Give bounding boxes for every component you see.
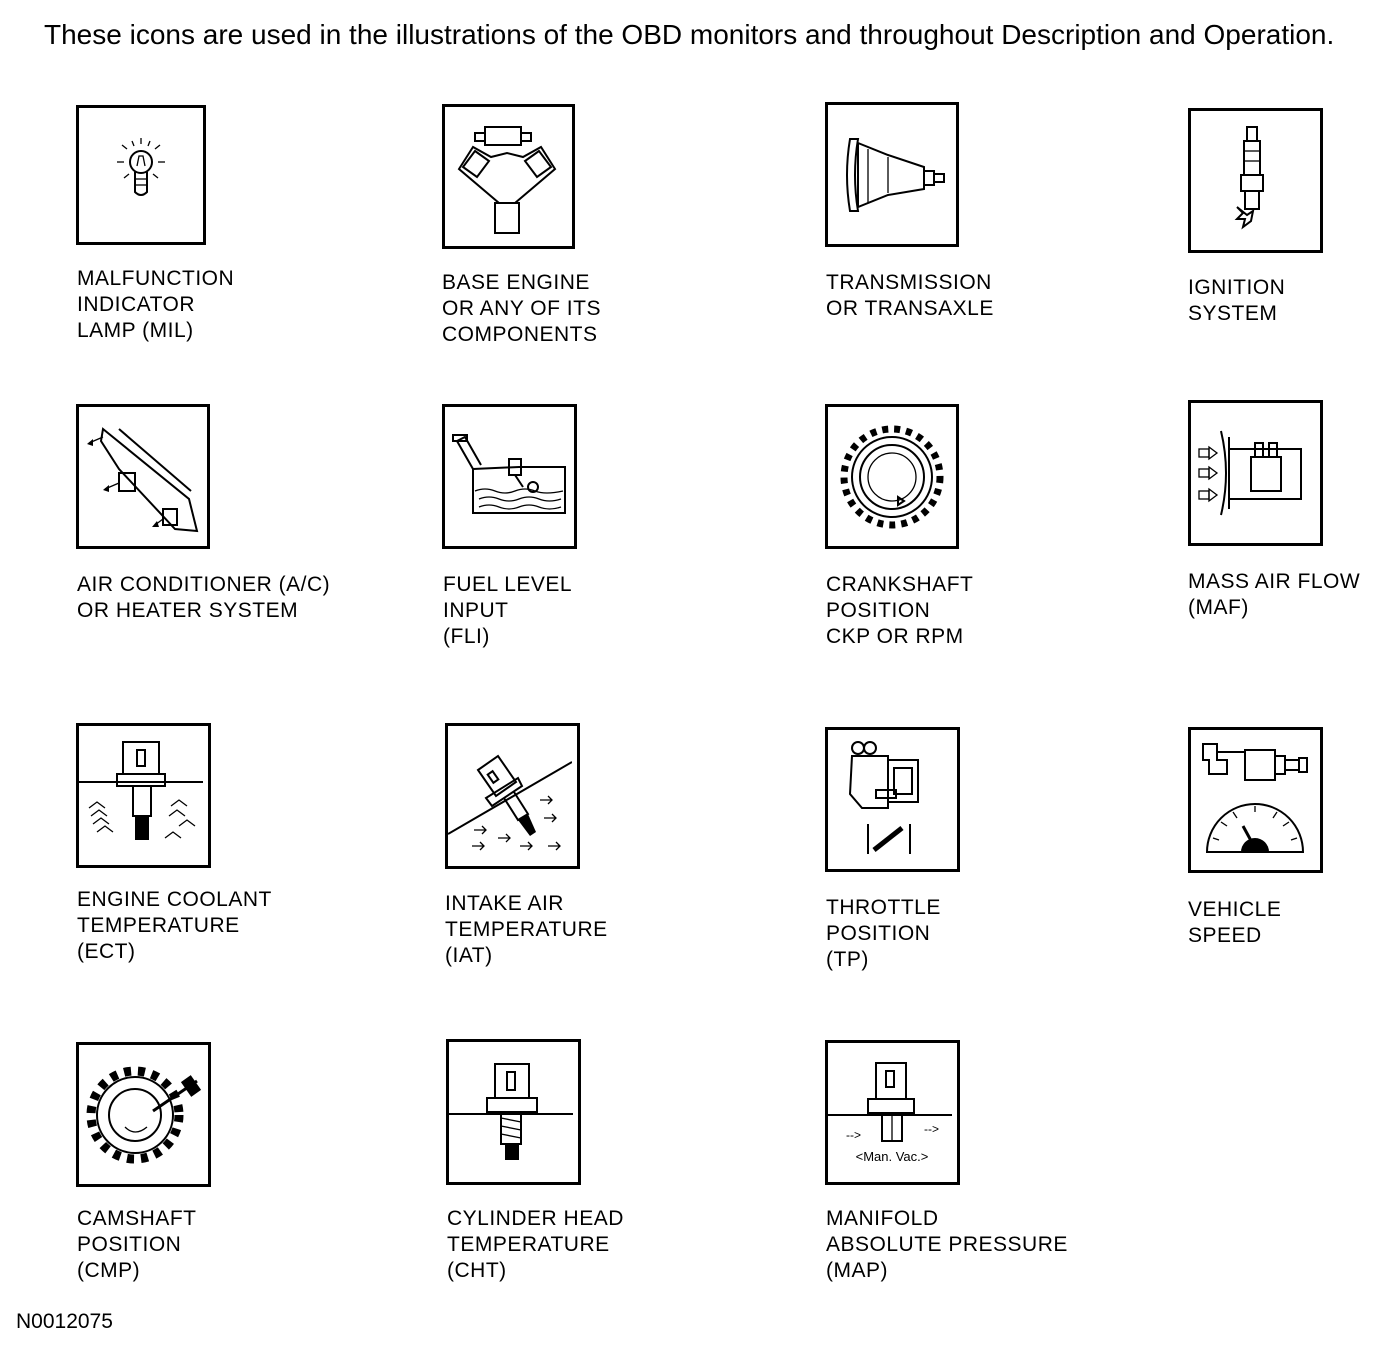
fuel-level-tile [442,404,577,549]
crankshaft-tile [825,404,959,549]
cylinder-head-sensor-icon [449,1063,573,1160]
map-label: MANIFOLD ABSOLUTE PRESSURE (MAP) [826,1207,1068,1282]
manifold-vacuum-text: <Man. Vac.> [856,1149,929,1164]
fuel-level-label: FUEL LEVEL INPUT (FLI) [443,573,573,648]
intro-text: These icons are used in the illustration… [44,19,1335,50]
cht-tile [446,1039,581,1185]
hvac-duct-icon [87,427,199,533]
mil-label: MALFUNCTION INDICATOR LAMP (MIL) [77,267,235,342]
base-engine-tile [442,104,575,249]
ect-label: ENGINE COOLANT TEMPERATURE (ECT) [77,888,272,963]
ac-heater-tile [76,404,210,549]
ect-tile [76,723,211,868]
throttle-position-icon [848,741,919,854]
base-engine-label: BASE ENGINE OR ANY OF ITS COMPONENTS [442,271,601,346]
intake-air-sensor-icon [448,754,572,851]
iat-label: INTAKE AIR TEMPERATURE (IAT) [445,892,608,967]
manifold-pressure-sensor-icon: --> --> <Man. Vac.> [828,1062,952,1164]
fuel-tank-icon [452,434,566,514]
map-tile: --> --> <Man. Vac.> [825,1040,960,1185]
ac-heater-label: AIR CONDITIONER (A/C) OR HEATER SYSTEM [77,573,331,622]
spark-plug-icon [1234,126,1264,230]
mass-air-flow-sensor-icon [1198,430,1302,516]
ignition-tile [1188,108,1323,253]
mil-tile [76,105,206,245]
crankshaft-wheel-icon [840,425,944,529]
figure-id: N0012075 [16,1310,113,1333]
tp-tile [825,727,960,872]
arrow-left-text: --> [846,1128,861,1142]
cht-label: CYLINDER HEAD TEMPERATURE (CHT) [447,1207,624,1282]
crankshaft-label: CRANKSHAFT POSITION CKP OR RPM [826,573,974,648]
maf-label: MASS AIR FLOW (MAF) [1188,570,1361,619]
light-bulb-icon [117,138,165,196]
vehicle-speed-tile [1188,727,1323,873]
arrow-right-text: --> [924,1122,939,1136]
ignition-label: IGNITION SYSTEM [1188,276,1286,325]
cmp-tile [76,1042,211,1187]
maf-tile [1188,400,1323,546]
speedometer-icon [1202,743,1308,853]
engine-block-icon [457,126,557,234]
transmission-label: TRANSMISSION OR TRANSAXLE [826,271,994,320]
tp-label: THROTTLE POSITION (TP) [826,896,941,971]
transmission-tile [825,102,959,247]
transmission-icon [846,138,945,212]
vehicle-speed-label: VEHICLE SPEED [1188,898,1282,947]
iat-tile [445,723,580,869]
coolant-sensor-icon [79,741,203,840]
cmp-label: CAMSHAFT POSITION (CMP) [77,1207,197,1282]
camshaft-gear-icon [86,1066,202,1164]
